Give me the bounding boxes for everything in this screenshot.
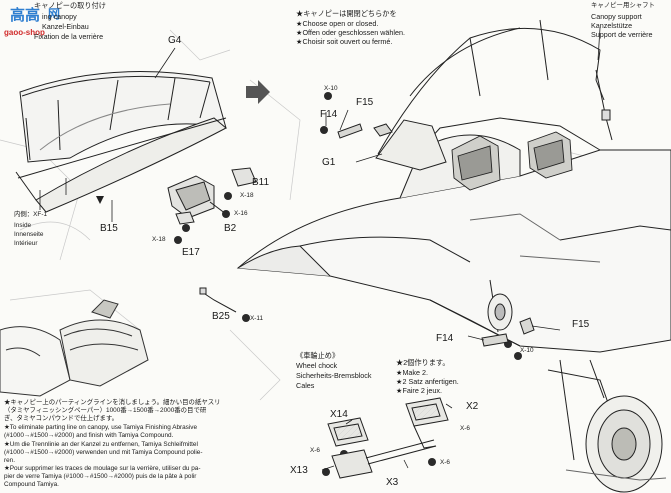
part-label-x3: X3: [386, 477, 399, 488]
paint-note-de: Innenseite: [14, 231, 44, 238]
part-label-x2: X2: [466, 401, 479, 412]
sanding-note-line: pier de verre Tamiya (#1000→#1500→#2000)…: [4, 473, 197, 480]
make-note-fr: ★Faire 2 jeux.: [396, 386, 442, 395]
watermark-logo: 高高: [10, 7, 41, 24]
make-note-jp: ★2個作ります。: [396, 358, 450, 367]
small-parts-drawing: [167, 167, 257, 225]
paint-note-en: Inside: [14, 222, 32, 229]
screw-label-x10-b: X-10: [520, 347, 534, 354]
chock-title-de: Sicherheits-Bremsblock: [296, 371, 372, 380]
shaft-label-en: Canopy support: [591, 12, 642, 21]
step-arrow: [246, 80, 270, 104]
screw-label-x16: X-16: [234, 210, 248, 217]
store-watermark: 高高 网 gaoo-shop: [2, 2, 68, 37]
cockpit-seats-drawing: [451, 131, 573, 191]
step-title-en: ing canopy: [42, 12, 77, 21]
canopy-g4-drawing: [19, 71, 227, 163]
f-parts-drawing: [337, 123, 535, 347]
canopy-note-de: ★Offen oder geschlossen wählen.: [296, 28, 405, 37]
part-label-b25: B25: [212, 311, 230, 322]
part-label-f15-a: F15: [356, 97, 374, 108]
screw-label-x6-a: X-6: [460, 425, 470, 432]
canopy-note-jp: ★キャノピーは開閉どちらかを: [296, 9, 397, 18]
shaft-label-jp: キャノピー用シャフト: [591, 2, 655, 9]
sanding-note-line: ★Um die Trennlinie an der Kanzel zu entf…: [4, 441, 198, 448]
b25-rod-drawing: [199, 287, 237, 313]
sanding-note-line: ren.: [4, 457, 16, 464]
part-label-b11: B11: [252, 177, 270, 188]
part-label-g4: G4: [168, 35, 182, 46]
paint-note-fr: Intérieur: [14, 240, 38, 247]
watermark-logo-char: 网: [48, 7, 61, 21]
shaft-label-de: Kanzelstütze: [591, 21, 633, 30]
canopy-note-en: ★Choose open or closed.: [296, 19, 379, 28]
chock-title-fr: Cales: [296, 381, 315, 390]
part-label-x13: X13: [290, 465, 308, 476]
part-label-x14: X14: [330, 409, 348, 420]
sanding-note-line: (#1000→#1500→#2000) and finish with Tami…: [4, 432, 174, 439]
screw-label-x11: X-11: [250, 315, 264, 322]
make-note-de: ★2 Satz anfertigen.: [396, 377, 459, 386]
sanding-note-line: （タミヤフィニッシングペーパー）1000番→1500番→2000番の目で研: [4, 407, 207, 414]
sanding-note-line: Compound Tamiya.: [4, 481, 59, 488]
sanding-note-line: ぎ、タミヤコンパウンドで仕上げます。: [4, 415, 119, 422]
screw-label-x18-b: X-18: [152, 236, 166, 243]
windshield-drawing: [375, 119, 447, 171]
part-label-b2: B2: [224, 223, 237, 234]
paint-note-jp: 内側：XF-1: [14, 211, 48, 218]
make-note-en: ★Make 2.: [396, 368, 429, 377]
sanding-hands-drawing: [0, 299, 149, 397]
part-label-g1: G1: [322, 157, 336, 168]
chock-title-en: Wheel chock: [296, 361, 338, 370]
shaft-label-fr: Support de verrière: [591, 30, 653, 39]
watermark-url: gaoo-shop: [4, 28, 45, 37]
part-label-f14-b: F14: [436, 333, 454, 344]
screw-dots: [174, 92, 522, 476]
sanding-note-line: ★Pour supprimer les traces de moulage su…: [4, 465, 201, 472]
part-label-b15: B15: [100, 223, 118, 234]
screw-label-x6-b: X-6: [310, 447, 320, 454]
canopy-b15-frame-drawing: [15, 117, 227, 213]
screw-label-x18-a: X-18: [240, 192, 254, 199]
nose-gear-drawing: [487, 279, 513, 333]
step-title-de: Kanzel-Einbau: [42, 22, 89, 31]
part-label-f14-a: F14: [320, 109, 338, 120]
screw-label-x10-a: X-10: [324, 85, 338, 92]
main-gear-wheel-drawing: [547, 359, 667, 493]
sanding-note-line: ★To eliminate parting line on canopy, us…: [4, 424, 198, 431]
canopy-shaft-drawing: [595, 69, 613, 141]
canopy-note-fr: ★Choisir soit ouvert ou fermé.: [296, 37, 393, 46]
step-title-fr: Fixation de la verrière: [34, 32, 104, 41]
chock-title-jp: 《車輪止め》: [296, 351, 340, 360]
part-label-f15-b: F15: [572, 319, 590, 330]
step-title-jp: キャノピーの取り付け: [34, 1, 106, 10]
wheel-chock-drawing: [327, 397, 449, 479]
part-label-e17: E17: [182, 247, 200, 258]
sanding-note-line: (#1000→#1500→#2000) verwenden und mit Ta…: [4, 449, 203, 456]
sanding-note-line: ★キャノピー上のパーティングラインを消しましょう。細かい目の紙ヤスリ: [4, 399, 221, 406]
screw-label-x6-c: X-6: [440, 459, 450, 466]
canopy-g1-drawing: [377, 19, 605, 161]
